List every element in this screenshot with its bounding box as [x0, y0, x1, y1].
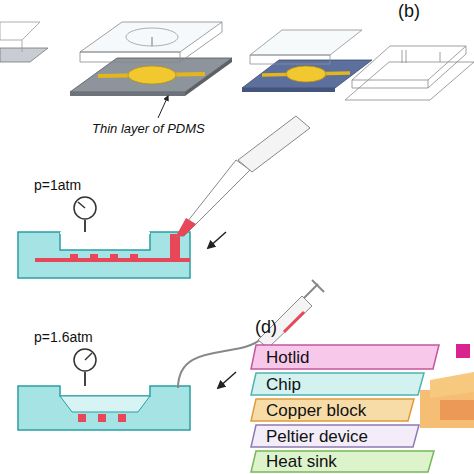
chip-step-1	[0, 22, 48, 62]
chip-outline-b	[345, 46, 474, 100]
layer-name: Chip	[266, 376, 301, 393]
layer-label-box: Hotlid	[250, 344, 440, 370]
layer-name: Copper block	[266, 402, 366, 419]
layer-shape	[251, 399, 414, 421]
layer-shape	[251, 373, 424, 395]
layer-label-box: Heat sink	[250, 450, 435, 473]
panel-letter: (d)	[255, 318, 277, 338]
layer-label-box: Peltier device	[250, 424, 420, 448]
pressure-label: p=1atm	[34, 178, 81, 193]
chip-step-3	[242, 30, 372, 92]
layer-name: Heat sink	[266, 453, 337, 470]
layer-name: Peltier device	[266, 428, 368, 445]
chip-step-2	[70, 22, 232, 96]
leader-line	[158, 96, 168, 118]
layer-shape	[251, 451, 434, 472]
panel-letter: (b)	[398, 2, 420, 22]
part-label: Thin layer of PDMS	[92, 122, 205, 136]
layer-label-box: Chip	[250, 372, 425, 396]
pressure-label: p=1.6atm	[34, 330, 93, 345]
layer-name: Hotlid	[266, 349, 309, 366]
layer-label-box: Copper block	[250, 398, 415, 422]
cross-section-pipette	[18, 116, 310, 278]
layer-shape	[251, 425, 419, 447]
layer-shape	[251, 345, 439, 369]
